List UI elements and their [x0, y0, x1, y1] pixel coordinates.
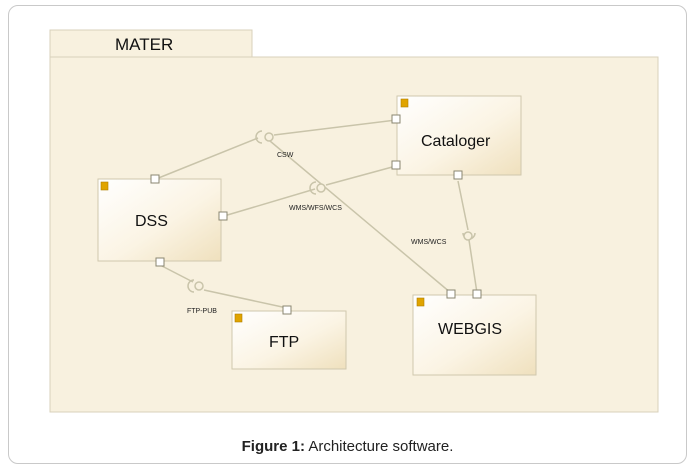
component-ftp[interactable]: FTP	[231, 305, 347, 370]
caption-text: Architecture software.	[308, 438, 454, 455]
caption-label: Figure 1:	[241, 438, 305, 455]
line-cataloger-wmswcs	[457, 180, 469, 231]
port	[391, 160, 401, 170]
interface-label-wmswcs: WMS/WCS	[411, 239, 447, 246]
interface-label-wmswfswcs: WMS/WFS/WCS	[289, 205, 342, 212]
line-ftppub-ftp	[203, 289, 288, 309]
connectors	[155, 119, 478, 309]
component-label-webgis: WEBGIS	[438, 321, 502, 338]
interface-symbols	[187, 130, 476, 293]
package-tab	[49, 29, 253, 58]
port	[453, 170, 463, 180]
component-icon	[400, 98, 409, 108]
component-icon	[234, 313, 243, 323]
component-icon	[416, 297, 425, 307]
component-label-ftp: FTP	[269, 334, 299, 351]
port	[446, 289, 456, 299]
line-csw-cataloger	[273, 119, 397, 136]
line-dss-ftppub	[159, 264, 194, 283]
component-dss[interactable]: DSS	[97, 174, 228, 267]
port	[155, 257, 165, 267]
line-dss-wmswfswcs	[223, 188, 316, 217]
line-dss-csw	[155, 137, 259, 180]
interface-wmswcs-symbol	[462, 231, 476, 241]
component-icon	[100, 181, 109, 191]
component-webgis[interactable]: WEBGIS	[412, 289, 537, 376]
interface-csw-symbol	[255, 130, 274, 144]
line-wmswfswcs-cataloger	[325, 165, 397, 186]
port	[150, 174, 160, 184]
component-label-dss: DSS	[135, 213, 168, 230]
component-cataloger[interactable]: Cataloger	[391, 95, 522, 180]
line-wmswcs-webgis	[468, 239, 478, 294]
port	[472, 289, 482, 299]
port	[218, 211, 228, 221]
component-label-cataloger: Cataloger	[421, 133, 491, 150]
figure-caption: Figure 1: Architecture software.	[0, 438, 695, 455]
interface-label-csw: CSW	[277, 152, 294, 159]
port	[282, 305, 292, 315]
port	[391, 114, 401, 124]
line-csw-webgis	[269, 140, 452, 294]
interface-label-ftppub: FTP-PUB	[187, 308, 217, 315]
interface-wmswfswcs-symbol	[309, 181, 326, 195]
interface-ftppub-symbol	[187, 279, 204, 293]
package-title: MATER	[115, 35, 173, 54]
